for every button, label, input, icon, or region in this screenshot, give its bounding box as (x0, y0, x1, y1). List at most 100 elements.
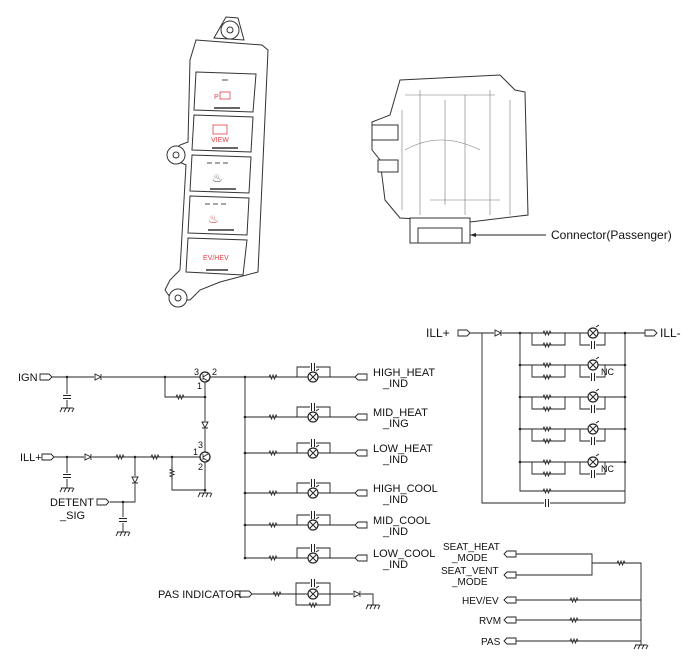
capacitor-icon (309, 362, 317, 372)
hev-ev-connector-icon[interactable] (503, 596, 517, 604)
seat-vent-mode-label: SEAT_VENT (441, 566, 499, 577)
resistor-icon (540, 362, 554, 368)
capacitor-icon (309, 510, 317, 520)
resistor-icon (266, 490, 280, 496)
ill-plus-label: ILL+ (20, 452, 42, 464)
output-label: _IND (382, 494, 408, 506)
output-label: _IND (382, 378, 408, 390)
branch-wire (245, 366, 355, 378)
ill-plus-connector-icon[interactable] (457, 329, 471, 337)
ill-plus-connector-icon[interactable] (41, 453, 55, 461)
ign-label: IGN (18, 372, 38, 384)
resistor-icon (540, 394, 554, 400)
output-connector-icon[interactable] (354, 554, 368, 562)
ground-icon (365, 604, 381, 610)
seat-vent-mode-label: _MODE (451, 577, 488, 588)
detent-sig-connector-icon[interactable] (96, 498, 110, 506)
nc-label: NC (601, 367, 614, 377)
branch-wire (245, 442, 355, 454)
capacitor-icon (589, 469, 597, 479)
output-label: _IND (382, 559, 408, 571)
output-connector-icon[interactable] (354, 489, 368, 497)
output-label: MID_HEAT (373, 407, 428, 419)
seat-vent-icon: ♨ (212, 171, 223, 185)
switch-button-seat-heat[interactable] (187, 195, 250, 236)
rvm-label: RVM (479, 616, 501, 627)
parking-button-label: P (214, 94, 219, 101)
switch-panel-illustration: P VIEW ♨ ♨ EV/HEV (164, 16, 269, 308)
mode-input-schematic: SEAT_HEAT _MODE SEAT_VENT _MODE HEV/EV R… (441, 542, 649, 650)
seat-vent-connector-icon[interactable] (503, 571, 517, 579)
junction-dot (243, 375, 247, 379)
capacitor-icon (118, 516, 128, 524)
output-label: LOW_COOL (373, 548, 435, 560)
ill-plus-label: ILL+ (426, 326, 450, 340)
indicator-schematic: IGN 3 2 1 ILL+ 1 3 2 DETENT _SIG H (18, 362, 438, 610)
seat-heat-connector-icon[interactable] (503, 550, 517, 558)
resistor-icon (540, 374, 554, 380)
transistor-icon (199, 451, 211, 463)
illumination-lamp-icon (587, 420, 600, 435)
capacitor-icon (589, 404, 597, 414)
connector-illustration: Connector(Passenger) (371, 74, 672, 244)
branch-wire (245, 406, 355, 418)
junction-dot (243, 451, 247, 455)
hev-ev-label: HEV/EV (462, 596, 499, 607)
resistor-icon (540, 488, 554, 494)
output-label: _IND (382, 454, 408, 466)
diode-icon (83, 452, 93, 462)
ground-icon (197, 492, 213, 498)
resistor-icon (567, 638, 581, 644)
switch-button-view[interactable] (191, 114, 254, 153)
resistor-icon (169, 466, 175, 480)
resistor-icon (540, 426, 554, 432)
resistor-icon (614, 560, 628, 566)
rvm-connector-icon[interactable] (503, 616, 517, 624)
capacitor-icon (309, 438, 317, 448)
illumination-schematic: ILL+ ILL- NC NC (426, 324, 681, 508)
ign-connector-icon[interactable] (39, 373, 53, 381)
illumination-lamp-icon (587, 356, 600, 371)
resistor-icon (540, 459, 554, 465)
branch-wire (245, 547, 355, 559)
output-connector-icon[interactable] (354, 521, 368, 529)
junction-dot (518, 395, 522, 399)
illumination-row-wire (520, 428, 625, 442)
pin-label: 1 (193, 447, 198, 457)
output-connector-icon[interactable] (354, 373, 368, 381)
illumination-row-wire (520, 396, 625, 410)
resistor-icon (266, 555, 280, 561)
resistor-icon (540, 438, 554, 444)
junction-dot (623, 395, 627, 399)
illumination-lamp-icon (587, 453, 600, 468)
indicator-lamp-icon (307, 585, 320, 600)
output-connector-icon[interactable] (354, 413, 368, 421)
ev-hev-icon: EV/HEV (203, 255, 229, 262)
resistor-icon (306, 602, 320, 608)
switch-button-ev-hev[interactable] (185, 237, 248, 276)
pas-label: PAS (481, 637, 501, 648)
output-label: HIGH_HEAT (373, 367, 435, 379)
illumination-lamp-icon (587, 324, 600, 339)
resistor-icon (113, 454, 127, 460)
ground-icon (59, 487, 75, 493)
switch-button-seat-vent[interactable] (189, 154, 252, 194)
capacitor-icon (62, 472, 72, 480)
pas-connector-icon[interactable] (503, 637, 517, 645)
illumination-lamp-icon (587, 388, 600, 403)
output-label: HIGH_COOL (373, 483, 438, 495)
resistor-icon (148, 454, 162, 460)
diode-icon (93, 372, 103, 382)
pas-indicator-connector-icon[interactable] (239, 590, 253, 598)
resistor-icon (266, 374, 280, 380)
connector-label: Connector(Passenger) (551, 228, 672, 242)
ill-minus-label: ILL- (660, 326, 681, 340)
diode-icon (493, 328, 503, 338)
resistor-icon (540, 471, 554, 477)
junction-dot (623, 427, 627, 431)
ground-icon (633, 644, 649, 650)
output-connector-icon[interactable] (354, 449, 368, 457)
capacitor-icon (62, 393, 72, 401)
ill-minus-connector-icon[interactable] (644, 329, 658, 337)
